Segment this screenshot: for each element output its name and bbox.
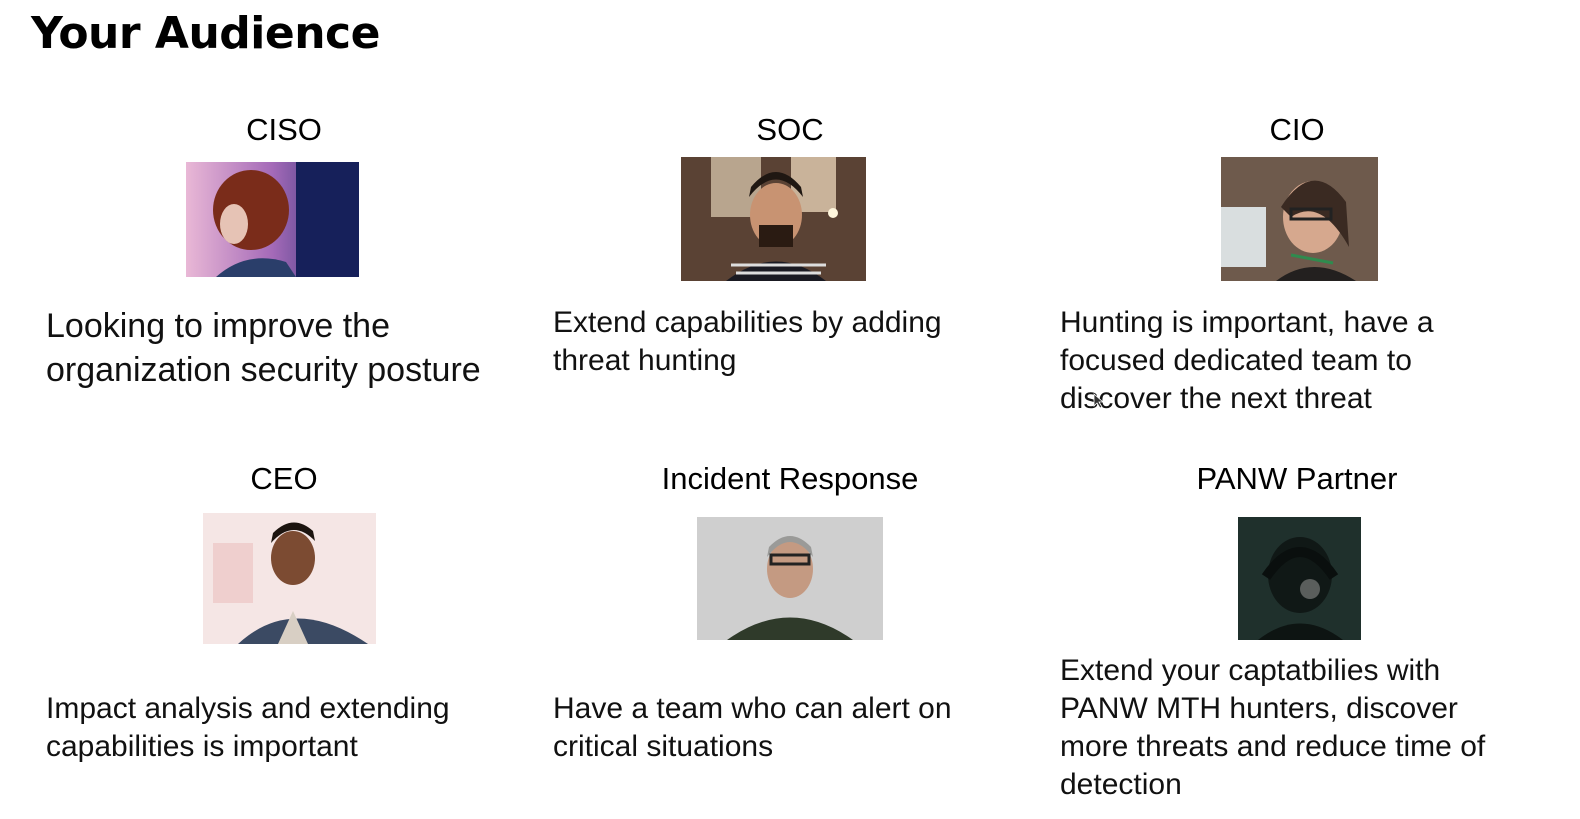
role-title-incident-response: Incident Response: [661, 461, 919, 496]
slide-title: Your Audience: [31, 8, 380, 59]
role-title-soc: SOC: [756, 112, 824, 147]
description-ciso: Looking to improve the organization secu…: [46, 307, 481, 389]
description-soc: Extend capabilities by adding threat hun…: [553, 306, 942, 377]
role-title-cio: CIO: [1269, 112, 1325, 147]
role-title-ceo: CEO: [250, 461, 318, 496]
photo-cio: [1221, 157, 1378, 281]
mouse-cursor-icon: [1093, 393, 1105, 409]
description-incident-response: Have a team who can alert on critical si…: [553, 692, 952, 763]
photo-ceo: [203, 513, 376, 644]
role-title-panw-partner: PANW Partner: [1196, 461, 1398, 496]
photo-incident-response: [697, 517, 883, 640]
photo-ciso: [186, 162, 359, 277]
role-title-ciso: CISO: [246, 112, 322, 147]
description-ceo: Impact analysis and extending capabiliti…: [46, 692, 450, 763]
photo-panw-partner: [1238, 517, 1361, 640]
description-panw-partner: Extend your captatbilies with PANW MTH h…: [1060, 654, 1486, 801]
photo-soc: [681, 157, 866, 281]
description-cio: Hunting is important, have a focused ded…: [1060, 306, 1434, 415]
